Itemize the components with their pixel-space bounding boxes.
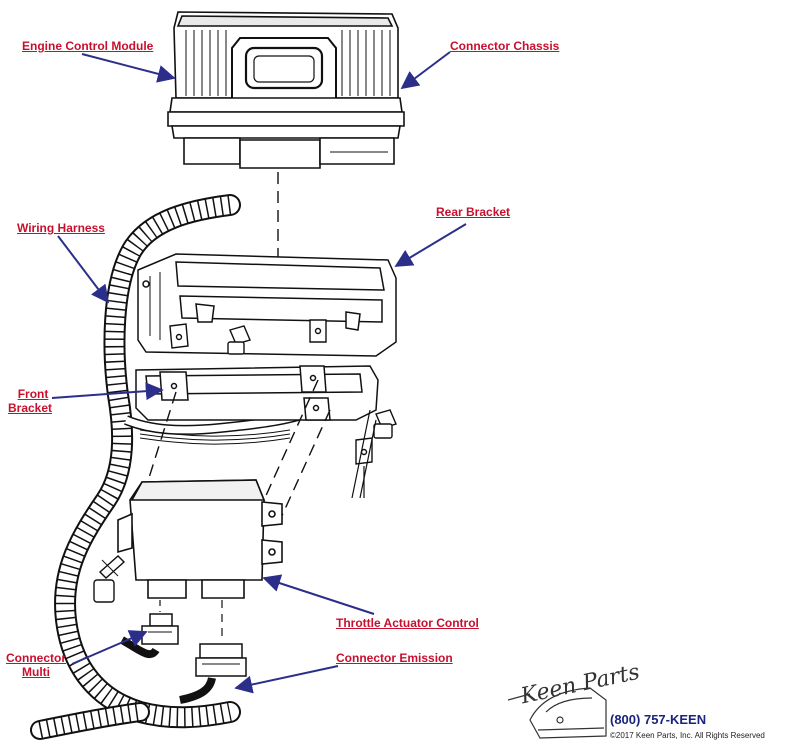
label-connector-emission[interactable]: Connector Emission	[336, 651, 453, 665]
label-front-bracket-line1: Front	[17, 387, 49, 401]
front-bracket-drawing	[135, 365, 379, 421]
label-rear-bracket[interactable]: Rear Bracket	[436, 205, 511, 219]
label-wiring-harness[interactable]: Wiring Harness	[17, 221, 105, 235]
phone-number[interactable]: (800) 757-KEEN	[610, 712, 707, 727]
arrow-connector-multi	[71, 630, 148, 665]
label-engine-control-module[interactable]: Engine Control Module	[22, 39, 154, 53]
arrow-throttle-actuator	[262, 574, 375, 615]
arrow-connector-chassis	[400, 51, 451, 90]
arrow-connector-emission	[234, 665, 339, 694]
arrow-front-bracket	[51, 382, 164, 401]
label-connector-multi-line2: Multi	[22, 665, 50, 679]
rear-bracket-drawing	[137, 253, 397, 357]
label-front-bracket-line2: Bracket	[8, 401, 53, 415]
throttle-actuator-control-drawing	[117, 479, 283, 599]
connector-multi-drawing	[141, 613, 179, 645]
label-connector-multi-line1: Connector	[6, 651, 66, 665]
copyright-notice: ©2017 Keen Parts, Inc. All Rights Reserv…	[610, 731, 765, 740]
connector-emission-drawing	[195, 643, 247, 677]
arrow-rear-bracket	[394, 223, 467, 267]
label-front-bracket[interactable]: Front Bracket	[8, 387, 52, 415]
label-connector-multi[interactable]: Connector Multi	[6, 651, 66, 679]
arrow-wiring-harness	[57, 235, 110, 304]
arrow-ecm	[81, 53, 176, 83]
label-throttle-actuator-control[interactable]: Throttle Actuator Control	[336, 616, 479, 630]
keen-parts-car-logo	[507, 687, 607, 739]
engine-control-module-drawing	[167, 11, 405, 169]
label-connector-chassis[interactable]: Connector Chassis	[450, 39, 560, 53]
